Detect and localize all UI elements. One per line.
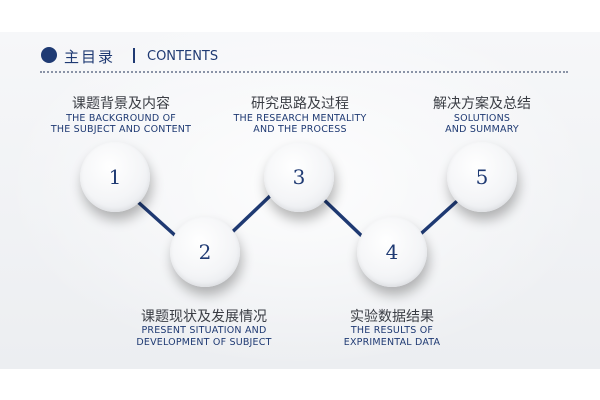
header-dot-icon <box>41 47 57 63</box>
slide: 主目录 CONTENTS 课题背景及内容 THE BACKGROUND OF T… <box>0 32 600 369</box>
item-4-circle[interactable]: 4 <box>357 217 427 287</box>
item-5-title-cn: 解决方案及总结 <box>433 96 531 112</box>
item-5-title-en-line1: SOLUTIONS <box>453 113 511 124</box>
item-4-title-en-line1: THE RESULTS OF <box>350 325 434 336</box>
connector-3-4 <box>318 194 368 242</box>
item-2-circle[interactable]: 2 <box>170 217 240 287</box>
header-title-en: CONTENTS <box>147 49 219 64</box>
header-separator <box>133 48 135 63</box>
item-1-circle[interactable]: 1 <box>80 142 150 212</box>
header-divider <box>40 71 568 73</box>
item-1-title-en-line1: THE BACKGROUND OF <box>66 113 176 124</box>
connector-1-2 <box>136 200 180 240</box>
item-3-title-cn: 研究思路及过程 <box>251 96 349 112</box>
item-2-number: 2 <box>198 240 212 264</box>
item-4-title-en-line2: EXPRIMENTAL DATA <box>343 337 441 348</box>
item-2-title-en-line2: DEVELOPMENT OF SUBJECT <box>136 337 272 348</box>
item-1-number: 1 <box>108 165 122 189</box>
item-3-number: 3 <box>292 165 306 189</box>
item-5-title-en-line2: AND SUMMARY <box>445 124 519 135</box>
header-title-cn: 主目录 <box>64 48 116 66</box>
item-4-number: 4 <box>385 240 399 264</box>
item-1-title-cn: 课题背景及内容 <box>72 96 170 112</box>
item-5-circle[interactable]: 5 <box>447 142 517 212</box>
item-3-title-en-line2: AND THE PROCESS <box>253 124 347 135</box>
item-4-title-cn: 实验数据结果 <box>350 309 434 325</box>
item-5-number: 5 <box>475 165 489 189</box>
item-2-title-cn: 课题现状及发展情况 <box>141 309 267 325</box>
item-3-title-en-line1: THE RESEARCH MENTALITY <box>233 113 367 124</box>
item-1-title-en-line2: THE SUBJECT AND CONTENT <box>50 124 192 135</box>
item-2-title-en-line1: PRESENT SITUATION AND <box>141 325 267 336</box>
item-3-circle[interactable]: 3 <box>264 142 334 212</box>
